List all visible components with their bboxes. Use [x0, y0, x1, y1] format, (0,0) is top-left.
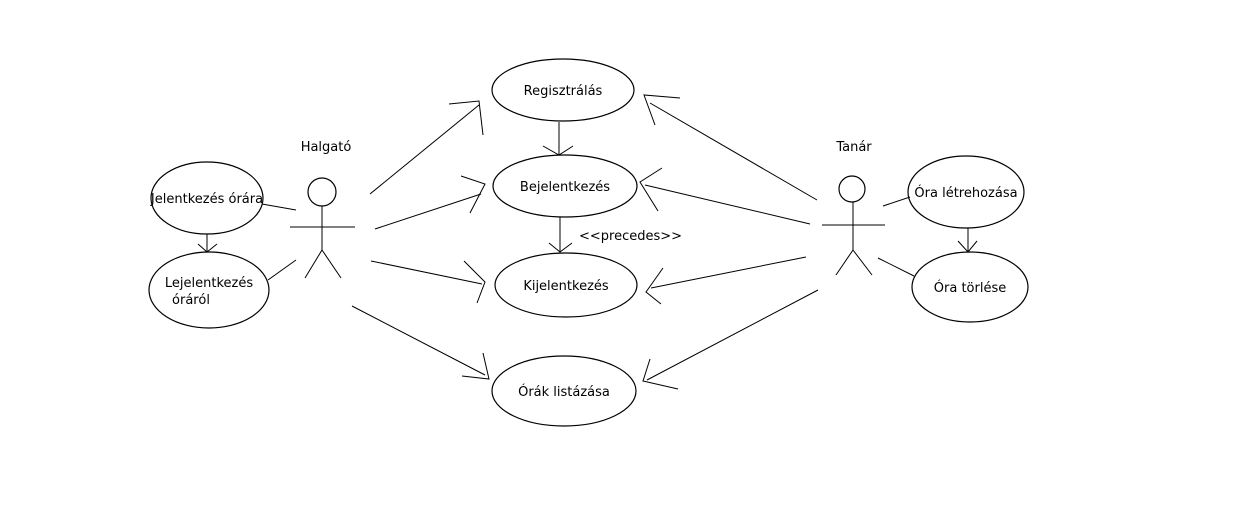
- arrow-teacher-to-list-classes: [642, 289, 819, 390]
- use-case-class-signoff-label-line2: óráról: [172, 293, 210, 308]
- actor-student-label: Halgató: [301, 140, 352, 155]
- link-student-class-signoff: [267, 259, 297, 281]
- arrow-class-signup-to-signoff: [197, 234, 218, 253]
- actor-student[interactable]: Halgató: [290, 140, 355, 279]
- actor-student-left-leg: [304, 249, 323, 279]
- actor-teacher-right-leg: [852, 249, 873, 276]
- actor-teacher-head: [838, 175, 866, 203]
- link-teacher-delete-class: [877, 257, 915, 277]
- use-case-list-classes-label: Órák listázása: [518, 384, 610, 400]
- arrow-student-to-registration: [369, 100, 484, 195]
- use-case-login-label: Bejelentkezés: [520, 180, 610, 195]
- use-case-delete-class[interactable]: Óra törlése: [911, 251, 1029, 323]
- use-case-class-signoff-label-line1: Lejelentkezés: [165, 276, 253, 291]
- use-case-logout[interactable]: Kijelentkezés: [494, 252, 638, 318]
- arrow-registration-to-login: [542, 122, 574, 156]
- actor-student-head: [307, 177, 337, 207]
- use-case-list-classes[interactable]: Órák listázása: [491, 355, 637, 427]
- arrow-teacher-to-logout: [645, 256, 807, 305]
- arrow-teacher-to-login: [639, 167, 811, 225]
- use-case-class-signup-label: Jelentkezés órára: [150, 192, 263, 207]
- actor-teacher-label: Tanár: [835, 140, 872, 155]
- use-case-logout-label: Kijelentkezés: [523, 279, 609, 294]
- use-case-create-class-label: Óra létrehozása: [914, 185, 1017, 201]
- arrow-student-to-login: [374, 175, 486, 230]
- link-student-class-signup: [261, 203, 297, 211]
- arrow-student-to-logout: [370, 260, 486, 304]
- actor-teacher-left-leg: [835, 249, 854, 276]
- arrow-login-to-logout: [548, 217, 573, 253]
- arrow-teacher-to-registration: [643, 94, 818, 201]
- precedes-label: <<precedes>>: [579, 229, 682, 244]
- arrow-student-to-list-classes: [351, 305, 490, 380]
- actor-student-right-leg: [321, 249, 342, 279]
- use-case-login[interactable]: Bejelentkezés: [492, 154, 638, 218]
- use-case-registration[interactable]: Regisztrálás: [491, 58, 635, 122]
- use-case-create-class[interactable]: Óra létrehozása: [907, 155, 1025, 229]
- link-teacher-create-class: [882, 196, 911, 207]
- actor-teacher[interactable]: Tanár: [822, 140, 885, 276]
- use-case-class-signoff[interactable]: Lejelentkezés óráról: [148, 251, 270, 329]
- use-case-class-signup[interactable]: Jelentkezés órára: [150, 161, 264, 235]
- use-case-registration-label: Regisztrálás: [524, 84, 603, 99]
- arrow-create-class-to-delete-class: [957, 228, 978, 253]
- use-case-delete-class-label: Óra törlése: [934, 280, 1006, 296]
